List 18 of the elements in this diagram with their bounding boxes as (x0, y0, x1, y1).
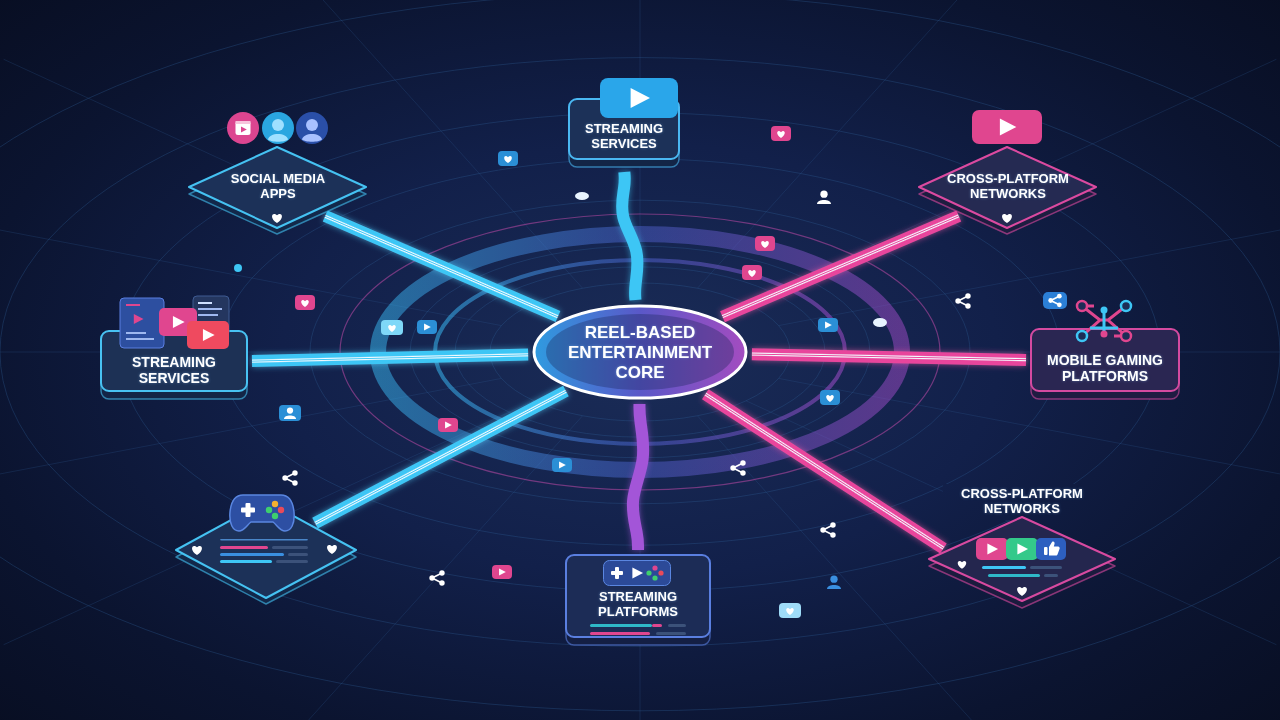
node-label: SOCIAL MEDIA APPS (229, 172, 327, 202)
rounded-panel (1030, 328, 1180, 400)
connector (251, 348, 529, 367)
core-ellipse (532, 304, 748, 400)
node-label: MOBILE GAMING PLATFORMS (1046, 352, 1164, 385)
node-label: STREAMING PLATFORMS (597, 590, 679, 620)
connector (751, 348, 1027, 366)
node-label: CROSS-PLATFORM NETWORKS (960, 487, 1084, 517)
isometric-tile (918, 146, 1098, 235)
connector (702, 389, 947, 554)
connector (720, 210, 962, 323)
node-label: REEL-BASED ENTERTAINMENT CORE (566, 323, 714, 383)
node-label: CROSS-PLATFORM NETWORKS (946, 172, 1070, 202)
connector (322, 210, 561, 323)
connector (312, 385, 569, 529)
node-label: STREAMING SERVICES (584, 122, 664, 152)
isometric-tile (188, 146, 368, 235)
node-label: STREAMING SERVICES (131, 354, 217, 387)
